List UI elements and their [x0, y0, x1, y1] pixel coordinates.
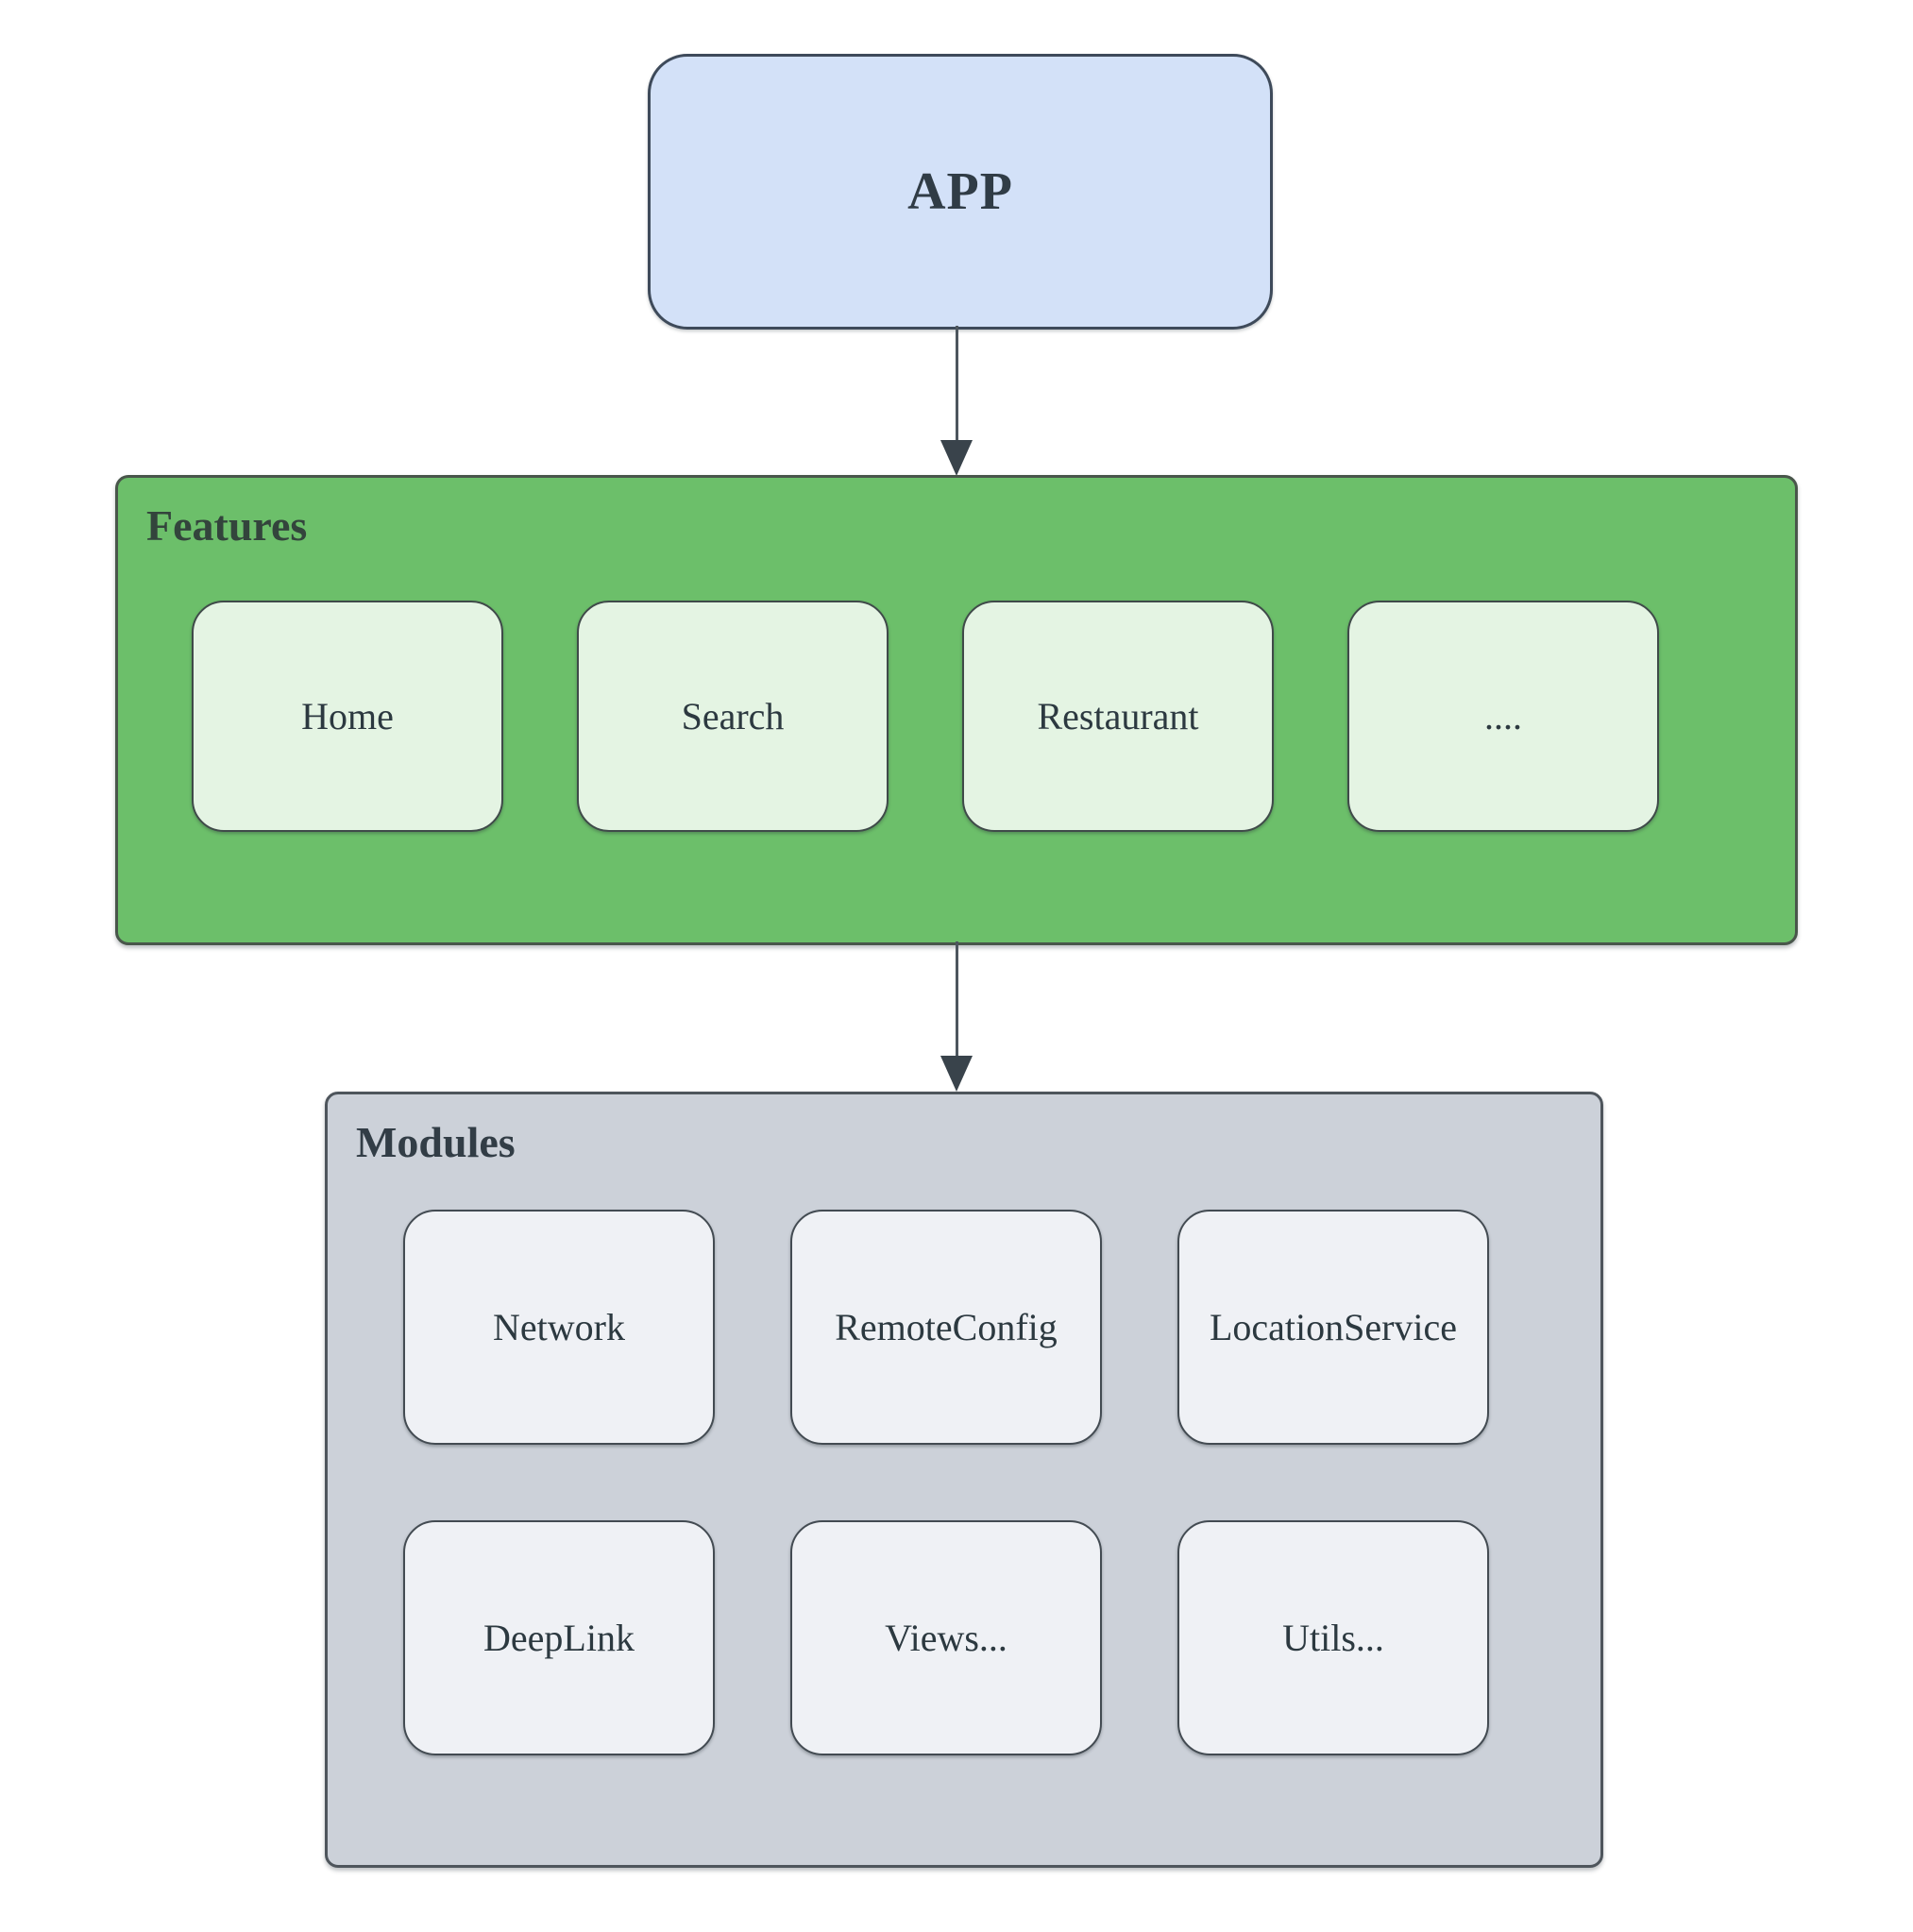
features-container: Features Home Search Restaurant .... [115, 475, 1798, 945]
module-node-utils-label: Utils... [1282, 1617, 1384, 1659]
module-node-remoteconfig: RemoteConfig [790, 1210, 1102, 1445]
module-node-network-label: Network [493, 1306, 625, 1348]
features-title: Features [146, 501, 308, 550]
module-node-utils: Utils... [1177, 1520, 1489, 1755]
arrow-down-icon [940, 440, 973, 476]
feature-node-restaurant-label: Restaurant [1037, 695, 1199, 737]
module-node-network: Network [403, 1210, 715, 1445]
module-node-views-label: Views... [885, 1617, 1007, 1659]
modules-container: Modules Network RemoteConfig LocationSer… [325, 1092, 1603, 1868]
feature-node-restaurant: Restaurant [962, 601, 1274, 832]
module-node-remoteconfig-label: RemoteConfig [835, 1306, 1058, 1348]
module-node-deeplink-label: DeepLink [483, 1617, 635, 1659]
app-node: APP [648, 54, 1273, 330]
feature-node-search-label: Search [681, 695, 785, 737]
module-node-deeplink: DeepLink [403, 1520, 715, 1755]
feature-node-more-label: .... [1484, 695, 1522, 737]
module-node-views: Views... [790, 1520, 1102, 1755]
arrow-app-to-features-line [956, 326, 958, 443]
feature-node-home: Home [192, 601, 503, 832]
feature-node-search: Search [577, 601, 889, 832]
module-node-locationservice-label: LocationService [1209, 1306, 1458, 1348]
feature-node-more: .... [1347, 601, 1659, 832]
module-node-locationservice: LocationService [1177, 1210, 1489, 1445]
app-node-label: APP [907, 162, 1013, 221]
feature-node-home-label: Home [301, 695, 394, 737]
modules-title: Modules [356, 1118, 516, 1166]
arrow-features-to-modules-line [956, 941, 958, 1058]
arrow-down-icon [940, 1056, 973, 1092]
